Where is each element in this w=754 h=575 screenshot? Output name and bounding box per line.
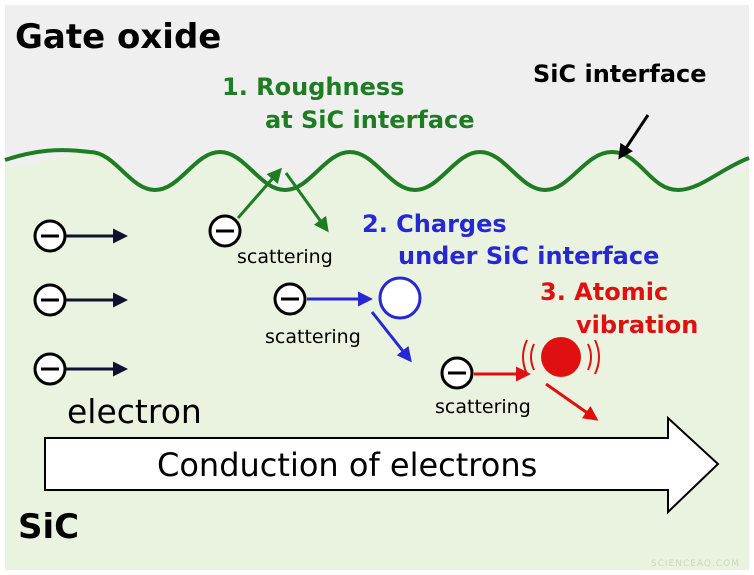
vibrating-atom-icon: [522, 337, 600, 377]
scattering-label-1: scattering: [237, 246, 333, 268]
sic-interface-label: SiC interface: [533, 60, 707, 88]
watermark: SCIENCEAQ.COM: [651, 559, 740, 569]
mechanism-3-subtitle: vibration: [576, 311, 698, 339]
electron-label: electron: [67, 392, 202, 431]
charge-circle-icon: [378, 276, 422, 320]
conduction-label: Conduction of electrons: [157, 446, 537, 484]
electron-icon: [440, 356, 474, 390]
electron-icon: [33, 219, 67, 253]
mechanism-3-title: 3. Atomic: [540, 278, 668, 306]
mechanism-1-title: 1. Roughness: [222, 73, 404, 101]
conduction-arrow-icon: [44, 415, 720, 515]
gate-oxide-region: [5, 5, 749, 191]
roughness-incoming-arrow: [236, 167, 282, 219]
pointer-arrow-icon: [618, 114, 650, 160]
electron-icon: [208, 214, 242, 248]
vibration-scattered-arrow: [545, 382, 599, 421]
sic-label: SiC: [18, 507, 79, 547]
electron-icon: [273, 282, 307, 316]
mechanism-2-subtitle: under SiC interface: [398, 242, 659, 270]
roughness-scattered-arrow: [284, 172, 329, 233]
scattering-label-3: scattering: [435, 396, 531, 418]
charges-scattered-arrow: [370, 311, 412, 363]
scattering-label-2: scattering: [265, 326, 361, 348]
mechanism-2-title: 2. Charges: [362, 210, 507, 238]
mechanism-1-subtitle: at SiC interface: [265, 106, 475, 134]
gate-oxide-label: Gate oxide: [15, 17, 221, 57]
electron-icon: [33, 283, 67, 317]
electron-icon: [33, 352, 67, 386]
